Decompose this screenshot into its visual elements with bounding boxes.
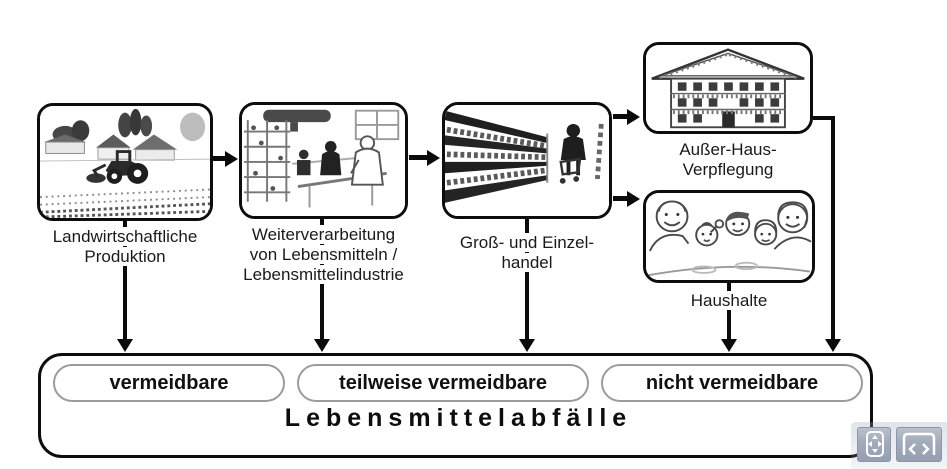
arrow-retail-to-catering [613, 109, 640, 125]
arrow-farm-to-waste [117, 221, 133, 352]
node-households [643, 190, 815, 283]
supermarket-illustration [445, 105, 609, 216]
connector-catering-elbow [813, 116, 835, 120]
family-illustration [646, 193, 812, 280]
category-avoidable: vermeidbare [53, 364, 285, 402]
category-not-avoidable-label: nicht vermeidbare [645, 372, 819, 394]
node-processing [239, 102, 408, 219]
category-avoidable-label: vermeidbare [109, 372, 229, 394]
category-partly-avoidable: teilweise vermeidbare [297, 364, 589, 402]
food-industry-illustration [242, 105, 405, 216]
category-not-avoidable: nicht vermeidbare [601, 364, 863, 402]
label-catering-line2: Verpflegung [679, 160, 777, 179]
arrow-processing-to-retail [409, 150, 440, 166]
label-processing-line2: von Lebensmitteln / [246, 245, 401, 264]
pan-button[interactable] [857, 427, 891, 462]
arrow-retail-to-waste [519, 219, 535, 352]
arrow-retail-to-households [613, 191, 640, 207]
label-catering: Außer-Haus- Verpflegung [643, 139, 813, 180]
label-households-line1: Haushalte [687, 291, 771, 310]
node-farm [37, 103, 213, 221]
label-households: Haushalte [643, 290, 815, 311]
label-processing-line3: Lebensmittelindustrie [240, 265, 407, 284]
slide-navigation-button[interactable] [896, 427, 942, 462]
label-processing-line1: Weiterverarbeitung [248, 225, 399, 244]
label-retail: Groß- und Einzel- handel [442, 232, 612, 273]
viewer-controls-panel [851, 422, 947, 469]
pan-arrows-icon [866, 431, 884, 457]
inn-building-illustration [646, 45, 810, 131]
label-farm-line1: Landwirtschaftliche [49, 227, 201, 246]
category-partly-avoidable-label: teilweise vermeidbare [339, 372, 547, 394]
node-retail [442, 102, 612, 219]
label-farm-line2: Produktion [81, 247, 169, 266]
prev-next-slide-icon [902, 432, 936, 455]
label-retail-line2: handel [498, 253, 556, 272]
waste-title: Lebensmittelabfälle [38, 404, 873, 433]
label-catering-line1: Außer-Haus- [676, 140, 780, 159]
label-farm: Landwirtschaftliche Produktion [37, 226, 213, 267]
waste-title-text: Lebensmittelabfälle [284, 404, 633, 432]
arrow-farm-to-processing [213, 151, 238, 167]
node-catering [643, 42, 813, 134]
arrow-catering-to-waste [825, 116, 841, 352]
label-retail-line1: Groß- und Einzel- [456, 233, 598, 252]
farm-illustration [40, 106, 210, 218]
label-processing: Weiterverarbeitung von Lebensmitteln / L… [225, 224, 422, 285]
arrow-households-to-waste [721, 283, 737, 352]
